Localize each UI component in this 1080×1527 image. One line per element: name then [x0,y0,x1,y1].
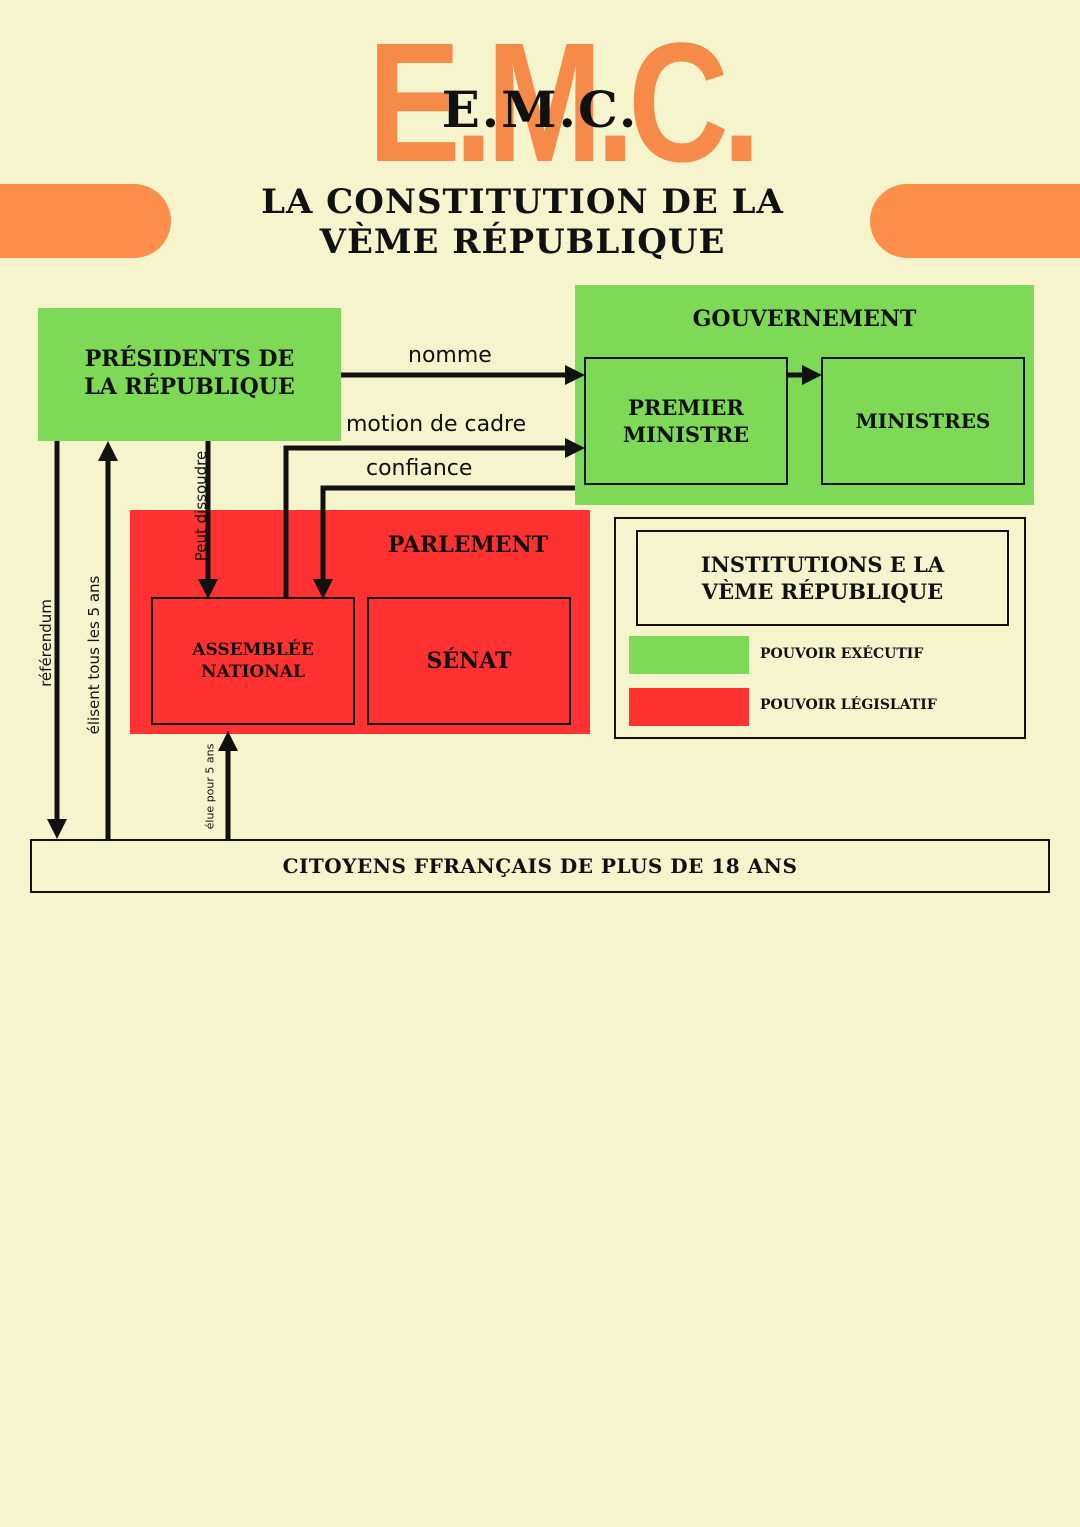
emc-background-title: E.M.C. [367,8,761,198]
senat-label: SÉNAT [426,648,512,674]
legend-legislatif-label: POUVOIR LÉGISLATIF [760,697,937,713]
president-line-2: LA RÉPUBLIQUE [84,374,295,400]
assemblee-nationale-box: ASSEMBLÉE NATIONAL [151,597,355,725]
legend-executif-swatch [629,636,749,674]
ministres-label: MINISTRES [855,409,991,433]
ministres-box: MINISTRES [821,357,1025,485]
left-accent-bar [0,184,171,258]
gouvernement-block [575,285,1034,505]
label-confiance: confiance [366,456,473,481]
label-nomme: nomme [408,343,492,368]
legend-title-box: INSTITUTIONS E LA VÈME RÉPUBLIQUE [636,530,1009,626]
president-block [38,308,341,441]
senat-box: SÉNAT [367,597,571,725]
gouvernement-label: GOUVERNEMENT [692,306,917,332]
premier-ministre-line-2: MINISTRE [622,422,750,447]
legend-legislatif-swatch [629,688,749,726]
subtitle-line-1: LA CONSTITUTION DE LA [261,182,784,222]
subtitle: LA CONSTITUTION DE LA VÈME RÉPUBLIQUE [180,182,865,262]
legend-title-line-2: VÈME RÉPUBLIQUE [701,579,944,604]
assemblee-line-1: ASSEMBLÉE [192,640,314,660]
premier-ministre-box: PREMIER MINISTRE [584,357,788,485]
parlement-label: PARLEMENT [387,532,549,558]
label-elisent: élisent tous les 5 ans [85,575,103,735]
premier-ministre-line-1: PREMIER [628,395,744,420]
citoyens-box: CITOYENS FFRANÇAIS DE PLUS DE 18 ANS [30,839,1050,893]
page-title: E.M.C. [441,80,639,139]
assemblee-line-2: NATIONAL [201,662,305,682]
arrow-motion [283,438,585,597]
legend-title-line-1: INSTITUTIONS E LA [700,552,945,577]
label-elue: élue pour 5 ans [203,743,217,830]
legend-executif-label: POUVOIR EXÉCUTIF [760,646,924,662]
label-referendum: référendum [37,599,55,687]
citoyens-label: CITOYENS FFRANÇAIS DE PLUS DE 18 ANS [282,854,798,878]
arrow-confiance [313,485,575,599]
president-line-1: PRÉSIDENTS DE [84,346,295,372]
president-label: PRÉSIDENTS DE LA RÉPUBLIQUE [38,345,341,401]
subtitle-line-2: VÈME RÉPUBLIQUE [319,222,726,262]
label-peut-dissoudre: Peut dissoudre [192,450,210,562]
legend-box [614,517,1026,739]
label-motion-de-cadre: motion de cadre [346,412,527,437]
right-accent-bar [870,184,1080,258]
